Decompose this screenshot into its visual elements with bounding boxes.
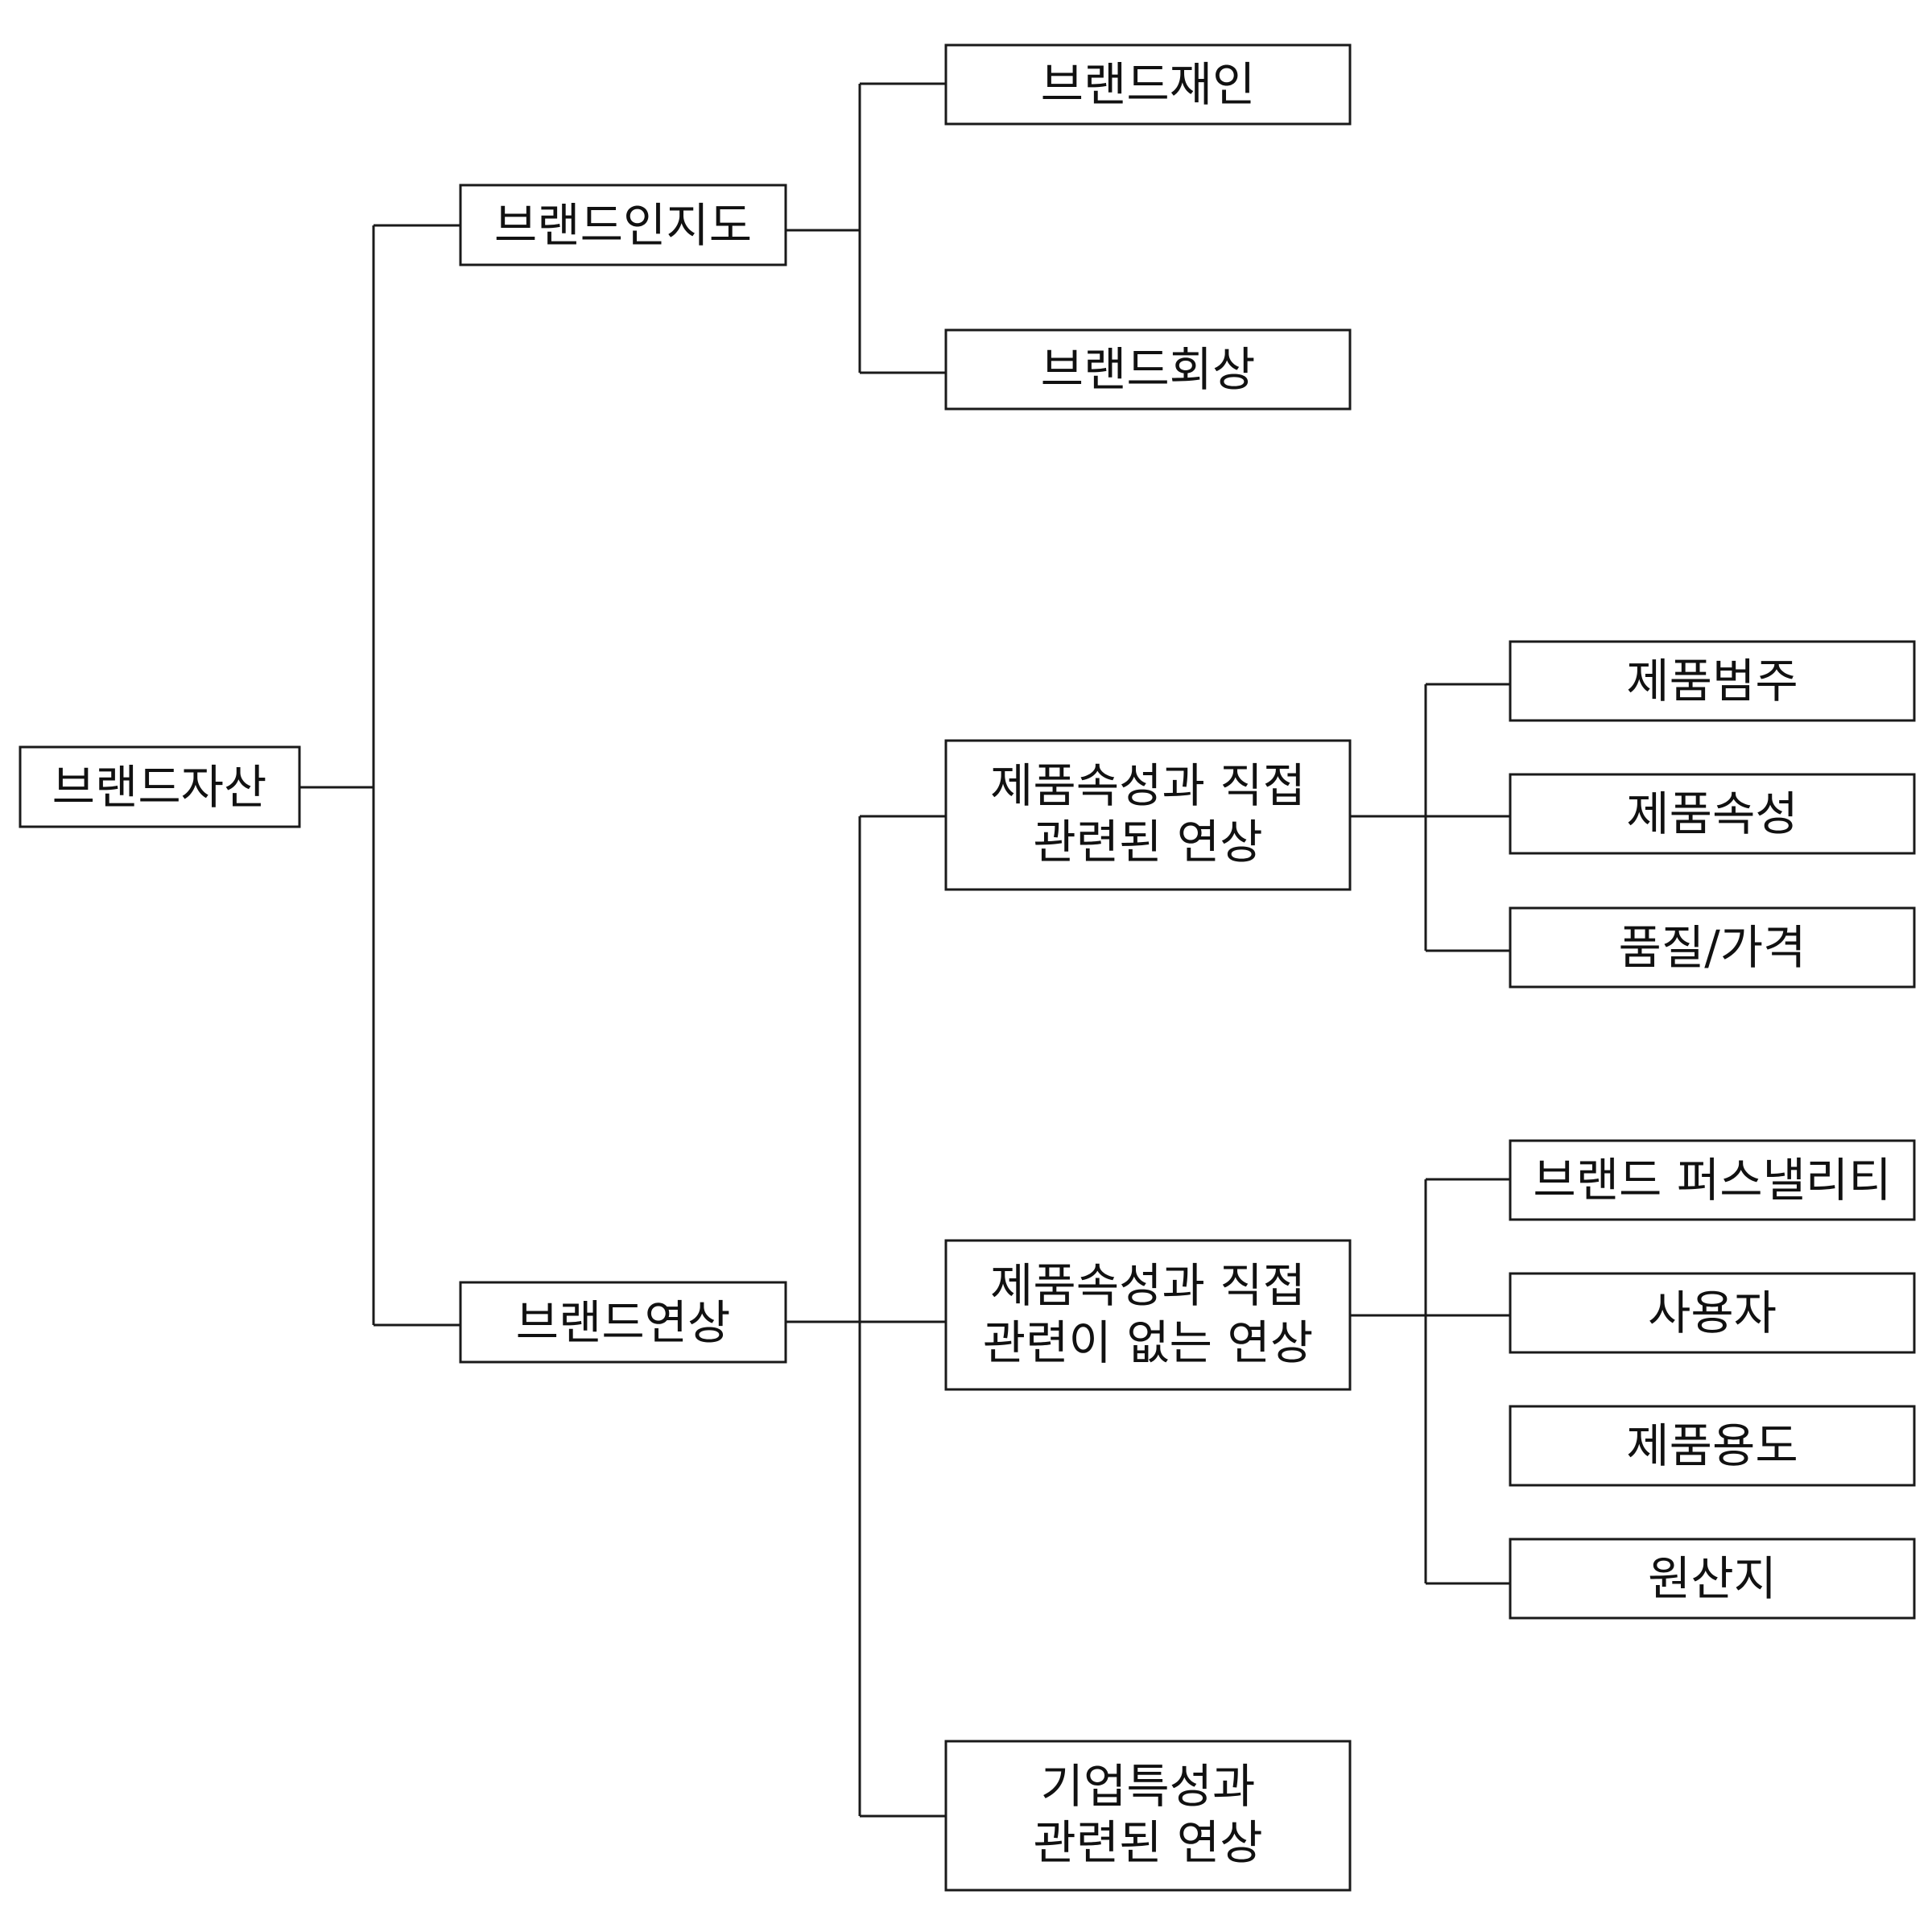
node-product-category: 제품범주 (1509, 640, 1916, 722)
node-brand-awareness: 브랜드인지도 (459, 184, 787, 266)
node-brand-recall: 브랜드회상 (944, 328, 1352, 411)
node-product-usage-label: 제품용도 (1626, 1418, 1798, 1473)
node-brand-personality: 브랜드 퍼스낼리티 (1509, 1139, 1916, 1221)
node-origin: 원산지 (1509, 1538, 1916, 1620)
node-quality-price: 품질/가격 (1509, 906, 1916, 989)
node-brand-recognition: 브랜드재인 (944, 43, 1352, 126)
node-brand-personality-label: 브랜드 퍼스낼리티 (1533, 1153, 1891, 1208)
node-brand-recall-label: 브랜드회상 (1041, 342, 1256, 397)
connector-association (786, 815, 946, 1818)
node-brand-association-label: 브랜드연상 (516, 1295, 731, 1350)
connector-awareness (786, 82, 946, 374)
node-user-label: 사용자 (1648, 1286, 1777, 1340)
node-brand-awareness-label: 브랜드인지도 (494, 198, 752, 253)
node-corporate-association: 기업특성과 관련된 연상 (944, 1740, 1352, 1892)
node-product-category-label: 제품범주 (1626, 654, 1798, 708)
node-non-product-related-line2: 관련이 없는 연상 (983, 1315, 1313, 1370)
node-product-attribute: 제품속성 (1509, 773, 1916, 855)
node-corporate-line2: 관련된 연상 (1033, 1815, 1262, 1870)
node-product-attribute-label: 제품속성 (1626, 786, 1798, 841)
node-product-related-line2: 관련된 연상 (1033, 815, 1262, 869)
connector-root (299, 224, 460, 1327)
node-quality-price-label: 품질/가격 (1619, 920, 1806, 975)
node-user: 사용자 (1509, 1272, 1916, 1354)
node-product-related-line1: 제품속성과 직접 (990, 758, 1306, 813)
node-brand-recognition-label: 브랜드재인 (1041, 57, 1256, 112)
node-brand-equity-label: 브랜드자산 (52, 760, 267, 815)
node-non-product-related-line1: 제품속성과 직접 (990, 1258, 1306, 1313)
node-corporate-line1: 기업특성과 (1041, 1759, 1256, 1814)
connector-lines (299, 82, 1510, 1818)
connector-non-product-related (1350, 1178, 1510, 1585)
node-product-usage: 제품용도 (1509, 1405, 1916, 1487)
node-brand-association: 브랜드연상 (459, 1281, 787, 1364)
connector-product-related (1350, 683, 1510, 952)
node-brand-equity: 브랜드자산 (19, 745, 301, 828)
node-origin-label: 원산지 (1648, 1551, 1777, 1606)
node-non-product-related-association: 제품속성과 직접 관련이 없는 연상 (944, 1239, 1352, 1391)
node-product-related-association: 제품속성과 직접 관련된 연상 (944, 739, 1352, 891)
